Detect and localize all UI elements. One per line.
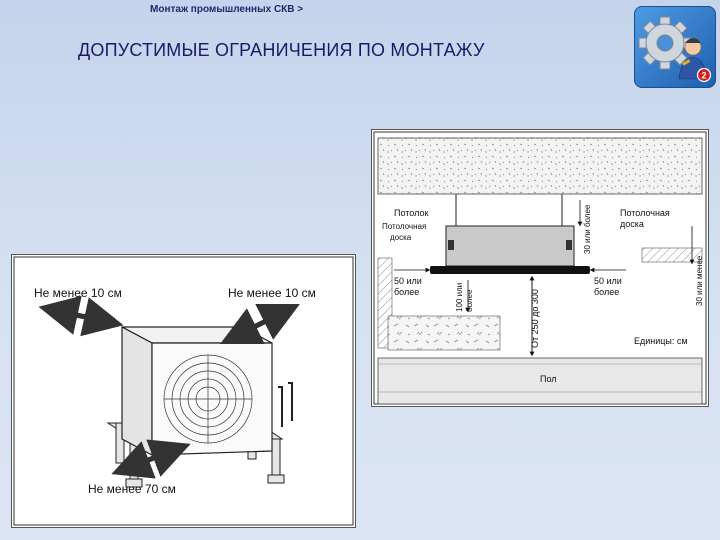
- left-clearance-label: Не менее 10 см: [34, 286, 122, 300]
- outdoor-unit: [121, 326, 153, 456]
- ceiling-board-left-line1: Потолочная: [382, 222, 426, 231]
- gear-icon: 2: [638, 16, 712, 83]
- height-range-label: От 250 до 300: [530, 289, 540, 348]
- units-label: Единицы: см: [634, 336, 688, 346]
- settings-technician-logo: 2: [634, 6, 716, 88]
- floor-label: Пол: [540, 374, 557, 384]
- ceiling-board-right-line1: Потолочная: [620, 208, 670, 218]
- clearance-top-label: 30 или более: [583, 204, 592, 254]
- indoor-installation-diagram: Потолок Потолочная доска Потолочная доск…: [371, 129, 709, 407]
- page-title: ДОПУСТИМЫЕ ОГРАНИЧЕНИЯ ПО МОНТАЖУ: [78, 40, 485, 60]
- ceiling-label: Потолок: [394, 208, 428, 218]
- clearance-below-line2: более: [465, 289, 474, 312]
- clearance-side-left-line2: более: [394, 287, 419, 297]
- outdoor-installation-diagram: Не менее 10 см Не менее 10 см Не менее 7…: [11, 254, 356, 528]
- clearance-below-line1: 100 или: [455, 283, 464, 312]
- clearance-side-right-line1: 50 или: [594, 276, 622, 286]
- ceiling-board-right-line2: доска: [620, 219, 644, 229]
- ceiling-board-left-line2: доска: [390, 233, 412, 242]
- cassette-unit: [445, 225, 575, 267]
- clearance-side-left-line1: 50 или: [394, 276, 422, 286]
- clearance-right-label: 30 или менее: [695, 255, 704, 306]
- logo-badge-number: 2: [701, 71, 706, 81]
- breadcrumb[interactable]: Монтаж промышленных СКВ >: [150, 4, 304, 15]
- badge-icon: [696, 67, 712, 83]
- right-clearance-label: Не менее 10 см: [228, 286, 316, 300]
- front-clearance-label: Не менее 70 см: [88, 482, 176, 496]
- clearance-side-right-line2: более: [594, 287, 619, 297]
